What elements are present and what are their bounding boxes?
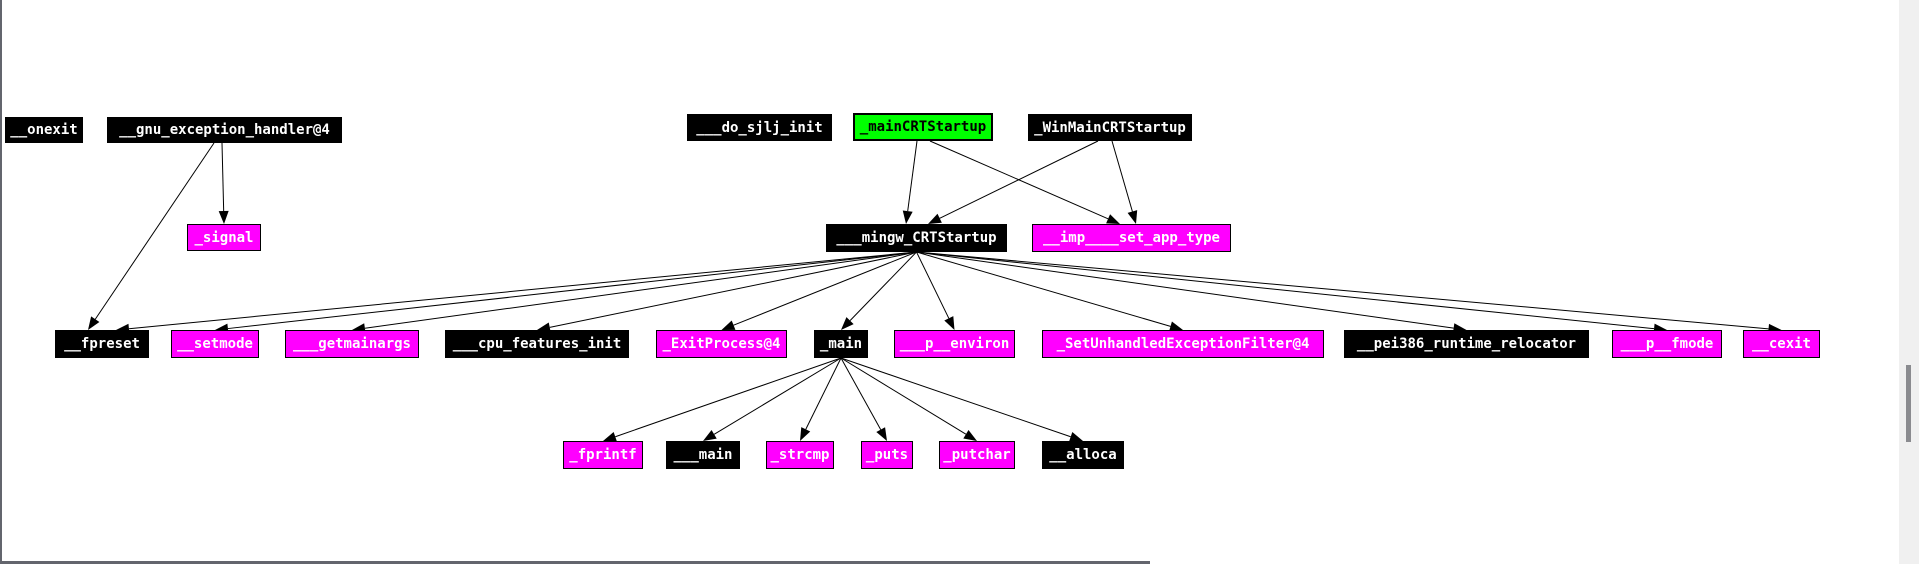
edge-_main-to-_fprintf — [615, 357, 842, 438]
edge-___mingw_CRTStartup-to-___p__fmode — [916, 251, 1655, 330]
arrowhead-_mainCRTStartup-to-__imp____set_app_type — [1106, 214, 1120, 224]
arrowhead-___mingw_CRTStartup-to-___p__environ — [944, 316, 955, 330]
node-_main[interactable]: _main — [814, 330, 868, 358]
node-_putchar[interactable]: _putchar — [939, 441, 1015, 469]
node-__gnu_exception_handler@4[interactable]: __gnu_exception_handler@4 — [107, 117, 342, 143]
node-_WinMainCRTStartup[interactable]: _WinMainCRTStartup — [1028, 114, 1192, 141]
edge-___mingw_CRTStartup-to-__fpreset — [128, 251, 917, 330]
edge-_main-to-_strcmp — [805, 357, 842, 430]
edge-___mingw_CRTStartup-to-__setmode — [227, 251, 917, 330]
node-__imp____set_app_type[interactable]: __imp____set_app_type — [1032, 224, 1231, 252]
node-__alloca[interactable]: __alloca — [1042, 441, 1124, 469]
edge-__gnu_exception_handler@4-to-_signal — [221, 142, 225, 212]
arrowhead-_main-to-_puts — [876, 427, 887, 441]
arrowhead-_main-to-___main — [703, 430, 717, 441]
window-left-border — [0, 0, 2, 564]
arrowhead-_WinMainCRTStartup-to-___mingw_CRTStartup — [928, 213, 942, 224]
node-__fpreset[interactable]: __fpreset — [55, 330, 149, 358]
arrowhead-__gnu_exception_handler@4-to-__fpreset — [88, 316, 100, 330]
edge-_main-to-___main — [713, 357, 842, 435]
node-__cexit[interactable]: __cexit — [1743, 330, 1820, 358]
node-___mingw_CRTStartup[interactable]: ___mingw_CRTStartup — [826, 224, 1007, 252]
node-__pei386_runtime_relocator[interactable]: __pei386_runtime_relocator — [1344, 330, 1589, 358]
node-_fprintf[interactable]: _fprintf — [563, 441, 643, 469]
node-_puts[interactable]: _puts — [861, 441, 913, 469]
node-_mainCRTStartup[interactable]: _mainCRTStartup — [853, 113, 993, 141]
edge-_WinMainCRTStartup-to-__imp____set_app_type — [1111, 140, 1133, 212]
arrowhead-_main-to-_putchar — [963, 429, 977, 441]
edge-___mingw_CRTStartup-to-__cexit — [916, 251, 1769, 330]
arrowhead-_mainCRTStartup-to-___mingw_CRTStartup — [902, 210, 913, 224]
edge-_main-to-__alloca — [840, 357, 1071, 438]
node-_ExitProcess@4[interactable]: _ExitProcess@4 — [656, 330, 787, 358]
vertical-scrollbar-thumb[interactable] — [1906, 365, 1911, 442]
edge-___mingw_CRTStartup-to-___cpu_features_init — [549, 251, 917, 328]
edge-___mingw_CRTStartup-to-___getmainargs — [364, 251, 917, 329]
arrowhead-___mingw_CRTStartup-to-_main — [841, 317, 854, 330]
node-___getmainargs[interactable]: ___getmainargs — [285, 330, 419, 358]
edge-_mainCRTStartup-to-___mingw_CRTStartup — [907, 140, 918, 212]
edge-___mingw_CRTStartup-to-___p__environ — [916, 251, 950, 319]
edge-_mainCRTStartup-to-__imp____set_app_type — [929, 140, 1109, 220]
edge-___mingw_CRTStartup-to-_main — [849, 251, 917, 322]
node-___main[interactable]: ___main — [666, 441, 740, 469]
arrowhead-___mingw_CRTStartup-to-_ExitProcess@4 — [721, 320, 736, 330]
edge-___mingw_CRTStartup-to-_ExitProcess@4 — [733, 251, 917, 326]
arrowhead-_WinMainCRTStartup-to-__imp____set_app_type — [1127, 210, 1138, 224]
edge-___mingw_CRTStartup-to-__pei386_runtime_relocator — [916, 251, 1454, 329]
node-_signal[interactable]: _signal — [187, 224, 261, 251]
edge-_main-to-_puts — [840, 357, 882, 430]
node-_strcmp[interactable]: _strcmp — [766, 441, 834, 469]
node-_SetUnhandledExceptionFilter@4[interactable]: _SetUnhandledExceptionFilter@4 — [1042, 330, 1324, 358]
node-___cpu_features_init[interactable]: ___cpu_features_init — [445, 330, 629, 358]
node-__onexit[interactable]: __onexit — [5, 117, 83, 143]
node-___do_sjlj_init[interactable]: ___do_sjlj_init — [687, 114, 832, 141]
vertical-scrollbar-track[interactable] — [1899, 0, 1919, 564]
node-__setmode[interactable]: __setmode — [171, 330, 259, 358]
window-bottom-border — [0, 561, 1150, 564]
edge-___mingw_CRTStartup-to-_SetUnhandledExceptionFilter@4 — [916, 251, 1171, 327]
node-___p__environ[interactable]: ___p__environ — [894, 330, 1015, 358]
node-___p__fmode[interactable]: ___p__fmode — [1612, 330, 1722, 358]
arrowhead-__gnu_exception_handler@4-to-_signal — [218, 210, 229, 224]
edge-_WinMainCRTStartup-to-___mingw_CRTStartup — [939, 140, 1099, 219]
edge-_main-to-_putchar — [840, 357, 967, 435]
arrowhead-_main-to-_strcmp — [800, 427, 811, 441]
